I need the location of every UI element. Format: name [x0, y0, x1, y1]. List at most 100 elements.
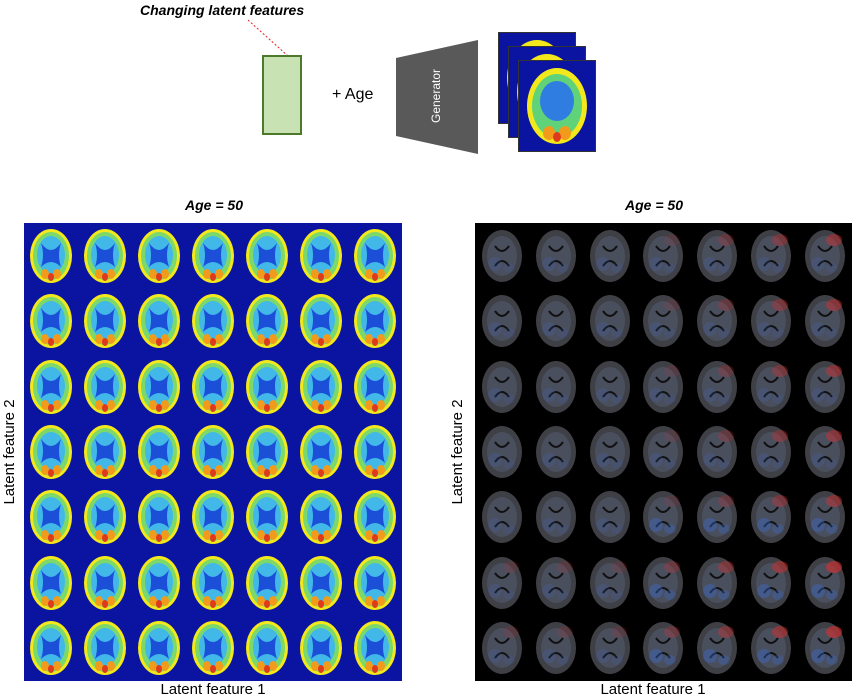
brain-thumbnail: [294, 419, 348, 484]
brain-thumbnail: [24, 550, 78, 615]
brain-thumbnail: [240, 485, 294, 550]
brain-thumbnail: [78, 288, 132, 353]
brain-thumbnail: [294, 354, 348, 419]
brain-thumbnail: [348, 288, 402, 353]
brain-overlay-thumbnail: [529, 550, 583, 615]
brain-thumbnail: [78, 223, 132, 288]
brain-thumbnail: [132, 616, 186, 681]
brain-overlay-thumbnail: [583, 223, 637, 288]
brain-thumbnail: [186, 354, 240, 419]
brain-thumbnail: [348, 485, 402, 550]
schematic-title: Changing latent features: [140, 2, 305, 18]
right-panel-title: Age = 50: [625, 197, 683, 213]
brain-overlay-thumbnail: [583, 419, 637, 484]
brain-thumbnail: [132, 354, 186, 419]
brain-overlay-thumbnail: [475, 485, 529, 550]
brain-overlay-thumbnail: [744, 485, 798, 550]
brain-overlay-thumbnail: [744, 288, 798, 353]
brain-overlay-thumbnail: [690, 550, 744, 615]
brain-thumbnail: [348, 354, 402, 419]
brain-thumbnail: [294, 550, 348, 615]
brain-overlay-thumbnail: [690, 288, 744, 353]
brain-overlay-thumbnail: [637, 288, 691, 353]
brain-thumbnail: [24, 354, 78, 419]
brain-thumbnail: [348, 550, 402, 615]
brain-thumbnail: [24, 616, 78, 681]
brain-thumbnail: [78, 550, 132, 615]
brain-overlay-thumbnail: [583, 550, 637, 615]
brain-thumbnail: [348, 616, 402, 681]
brain-thumbnail: [294, 485, 348, 550]
generator-label: Generator: [429, 68, 443, 124]
brain-thumbnail: [24, 223, 78, 288]
brain-overlay-thumbnail: [475, 419, 529, 484]
left-y-axis-label: Latent feature 2: [1, 399, 18, 505]
brain-thumbnail: [132, 550, 186, 615]
brain-thumbnail: [132, 419, 186, 484]
brain-overlay-thumbnail: [529, 616, 583, 681]
brain-overlay-thumbnail: [798, 485, 852, 550]
brain-overlay-thumbnail: [583, 354, 637, 419]
right-y-axis-label: Latent feature 2: [449, 399, 466, 505]
brain-thumbnail: [132, 485, 186, 550]
brain-overlay-thumbnail: [798, 354, 852, 419]
generator-shape: [396, 40, 478, 154]
brain-thumbnail: [240, 550, 294, 615]
brain-overlay-thumbnail: [690, 419, 744, 484]
brain-overlay-thumbnail: [475, 288, 529, 353]
brain-thumbnail: [24, 419, 78, 484]
brain-thumbnail: [186, 550, 240, 615]
brain-overlay-thumbnail: [583, 288, 637, 353]
brain-overlay-thumbnail: [744, 616, 798, 681]
brain-thumbnail: [186, 223, 240, 288]
brain-thumbnail: [240, 616, 294, 681]
brain-overlay-thumbnail: [637, 550, 691, 615]
brain-overlay-thumbnail: [583, 485, 637, 550]
brain-overlay-thumbnail: [798, 223, 852, 288]
brain-thumbnail: [186, 616, 240, 681]
brain-overlay-thumbnail: [690, 616, 744, 681]
brain-thumbnail: [132, 288, 186, 353]
brain-overlay-thumbnail: [744, 354, 798, 419]
brain-overlay-thumbnail: [637, 419, 691, 484]
brain-thumbnail: [294, 616, 348, 681]
brain-thumbnail: [24, 485, 78, 550]
brain-overlay-thumbnail: [798, 419, 852, 484]
brain-overlay-thumbnail: [690, 485, 744, 550]
brain-thumbnail: [186, 419, 240, 484]
brain-overlay-thumbnail: [529, 354, 583, 419]
brain-thumbnail: [78, 354, 132, 419]
brain-thumbnail: [294, 288, 348, 353]
brain-thumbnail: [78, 419, 132, 484]
brain-overlay-thumbnail: [744, 223, 798, 288]
brain-thumbnail: [78, 616, 132, 681]
brain-overlay-thumbnail: [475, 616, 529, 681]
brain-thumbnail: [24, 288, 78, 353]
brain-overlay-thumbnail: [690, 354, 744, 419]
brain-overlay-thumbnail: [583, 616, 637, 681]
latent-vector-box: [262, 55, 302, 135]
brain-overlay-thumbnail: [475, 354, 529, 419]
brain-overlay-thumbnail: [798, 550, 852, 615]
brain-overlay-thumbnail: [637, 223, 691, 288]
brain-overlay-thumbnail: [744, 419, 798, 484]
plus-age-label: + Age: [332, 86, 374, 103]
brain-thumbnail: [132, 223, 186, 288]
brain-overlay-thumbnail: [529, 485, 583, 550]
brain-overlay-thumbnail: [637, 354, 691, 419]
pointer-line: [247, 19, 289, 57]
left-x-axis-label: Latent feature 1: [160, 681, 266, 698]
left-brain-grid: [24, 223, 402, 681]
brain-thumbnail: [186, 288, 240, 353]
brain-thumbnail: [78, 485, 132, 550]
right-brain-grid: [475, 223, 852, 681]
brain-overlay-thumbnail: [637, 616, 691, 681]
brain-thumbnail: [348, 419, 402, 484]
brain-thumbnail: [294, 223, 348, 288]
brain-overlay-thumbnail: [798, 616, 852, 681]
brain-thumbnail: [240, 354, 294, 419]
brain-overlay-thumbnail: [475, 550, 529, 615]
brain-overlay-thumbnail: [690, 223, 744, 288]
brain-thumbnail: [240, 288, 294, 353]
output-image-front: [518, 60, 596, 152]
